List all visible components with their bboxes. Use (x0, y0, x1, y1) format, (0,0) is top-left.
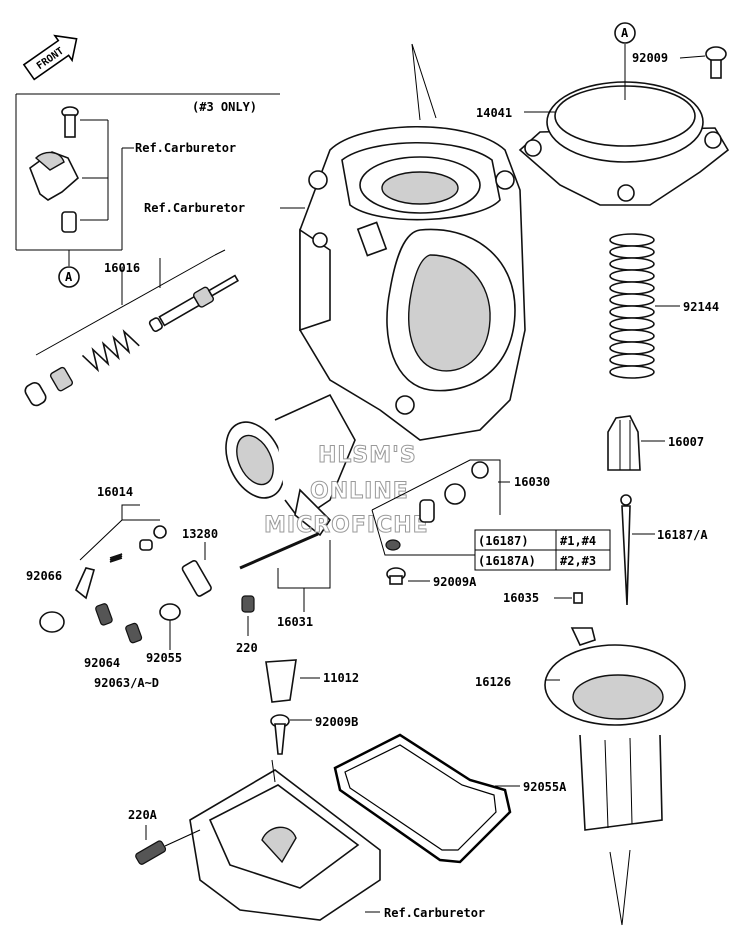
label-92009b: 92009B (315, 715, 358, 729)
vacuum-piston: 16126 (475, 627, 686, 926)
table-row-1-cyl: #1,#4 (560, 534, 596, 548)
label-ref-carburetor-bottom: Ref.Carburetor (384, 906, 485, 920)
watermark: HLSM'S ONLINE MICROFICHE (264, 443, 429, 539)
table-row-2-cyl: #2,#3 (560, 554, 596, 568)
label-ref-carburetor-top: Ref.Carburetor (135, 141, 236, 155)
screw-92009a: 92009A (386, 567, 477, 589)
label-16007: 16007 (668, 435, 704, 449)
variant-box: (#3 ONLY) Ref.Carburetor A (15, 93, 280, 288)
table-row-2-part: (16187A) (478, 554, 536, 568)
label-13280: 13280 (182, 527, 218, 541)
top-cover: 14041 (476, 44, 730, 206)
spring: 92144 (609, 233, 719, 379)
table-row-1-part: (16187) (478, 534, 529, 548)
label-14041: 14041 (476, 106, 512, 120)
label-92055: 92055 (146, 651, 182, 665)
collar-part (61, 211, 108, 233)
jet-assembly: 16030 (16187) #1,#4 (16187A) #2,#3 (371, 459, 611, 571)
bracket-part (29, 151, 108, 201)
label-220a: 220A (128, 808, 158, 822)
label-92055a: 92055A (523, 780, 567, 794)
pilot-screw-assembly: 16016 (24, 249, 240, 407)
label-16187a: 16187/A (657, 528, 708, 542)
variant-note: (#3 ONLY) (192, 100, 257, 114)
circle-a-left: A (65, 270, 73, 284)
jet-16035: 16035 (503, 591, 583, 605)
label-92009a: 92009A (433, 575, 477, 589)
reference-a-top: A (614, 22, 636, 44)
front-arrow-icon: FRONT (22, 34, 78, 81)
screw-part (61, 106, 108, 138)
watermark-line-1: HLSM'S (318, 443, 417, 468)
label-92064: 92064 (84, 656, 120, 670)
label-11012: 11012 (323, 671, 359, 685)
cap-11012: 11012 (265, 659, 359, 703)
label-92063: 92063/A~D (94, 676, 159, 690)
label-16016: 16016 (104, 261, 140, 275)
watermark-line-3: MICROFICHE (264, 513, 429, 538)
screw-92009b: 92009B (270, 714, 358, 755)
label-16031: 16031 (277, 615, 313, 629)
float-bowl: Ref.Carburetor (189, 759, 485, 921)
needle-holder: 16007 (607, 415, 704, 471)
label-92066: 92066 (26, 569, 62, 583)
label-92144: 92144 (683, 300, 719, 314)
label-92009: 92009 (632, 51, 668, 65)
screw-220a: 220A (128, 808, 201, 865)
carburetor-body: Ref.Carburetor (144, 43, 526, 441)
label-ref-carburetor-mid: Ref.Carburetor (144, 201, 245, 215)
cover-screw: 92009 (632, 46, 727, 79)
mixture-screw-group: 16014 92066 92064 92063/A~D 13280 92055 (26, 485, 218, 690)
needle-variant-table: (16187) #1,#4 (16187A) #2,#3 (474, 529, 611, 571)
jet-needle: 16187/A (620, 494, 708, 606)
label-220: 220 (236, 641, 258, 655)
circle-a-right: A (621, 26, 629, 40)
watermark-line-2: ONLINE (310, 479, 409, 504)
label-16126: 16126 (475, 675, 511, 689)
jet-pipe: 16031 (239, 532, 331, 629)
screw-220: 220 (236, 595, 258, 655)
float-bowl-gasket: 92055A (333, 733, 567, 864)
label-16014: 16014 (97, 485, 133, 499)
intake-joint (225, 393, 356, 537)
label-16030: 16030 (514, 475, 550, 489)
label-16035: 16035 (503, 591, 539, 605)
